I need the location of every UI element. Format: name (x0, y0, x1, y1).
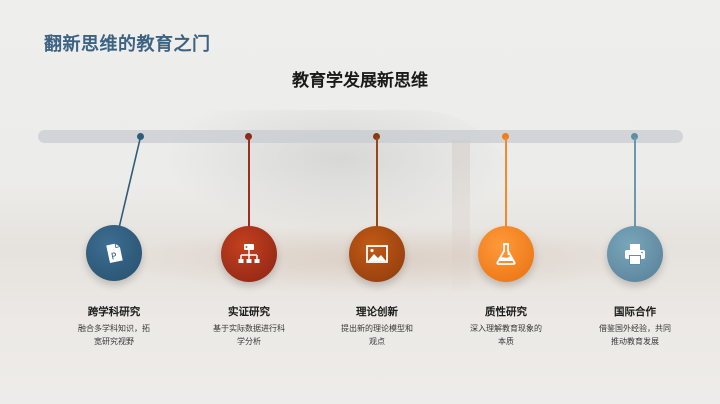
connector-line (375, 137, 378, 227)
desc-line: 推动教育发展 (611, 337, 659, 346)
node-description: 借鉴国外经验，共同 推动教育发展 (580, 322, 690, 348)
timeline-dot (245, 133, 252, 140)
desc-line: 学分析 (237, 337, 261, 346)
svg-text:P: P (110, 252, 118, 263)
node-description: 基于实际数据进行科 学分析 (194, 322, 304, 348)
hierarchy-icon (238, 244, 260, 263)
timeline-dot (631, 133, 638, 140)
flask-icon (496, 243, 516, 265)
node-label: 理论创新 (356, 306, 398, 318)
background-tassel (452, 140, 470, 290)
section-subtitle: 教育学发展新思维 (292, 71, 428, 91)
desc-line: 本质 (498, 337, 514, 346)
node-description: 深入理解教育现象的 本质 (451, 322, 561, 348)
connector-line (633, 137, 636, 227)
desc-line: 基于实际数据进行科 (213, 324, 285, 333)
qualitative-icon-button[interactable] (478, 226, 534, 282)
node-label: 国际合作 (614, 306, 656, 318)
connector-line (247, 137, 250, 227)
timeline-dot (137, 133, 144, 140)
empirical-icon-button[interactable] (221, 226, 277, 282)
node-label: 实证研究 (228, 306, 270, 318)
node-label: 质性研究 (485, 306, 527, 318)
timeline-dot (373, 133, 380, 140)
desc-line: 借鉴国外经验，共同 (599, 324, 671, 333)
interdisciplinary-icon-button[interactable]: P (86, 225, 142, 281)
printer-icon (625, 244, 645, 265)
international-icon-button[interactable] (607, 226, 663, 282)
document-p-icon: P (106, 243, 123, 264)
node-description: 提出新的理论模型和 观点 (322, 322, 432, 348)
image-icon (366, 245, 388, 263)
desc-line: 深入理解教育现象的 (470, 324, 542, 333)
connector-line (504, 137, 507, 227)
page-title: 翻新思维的教育之门 (44, 34, 211, 55)
node-label: 跨学科研究 (87, 306, 141, 318)
desc-line: 提出新的理论模型和 (341, 324, 413, 333)
node-description: 融合多学科知识，拓 宽研究视野 (59, 322, 169, 348)
desc-line: 观点 (369, 337, 385, 346)
timeline-track (38, 130, 683, 143)
desc-line: 融合多学科知识，拓 (78, 324, 150, 333)
desc-line: 宽研究视野 (94, 337, 134, 346)
timeline-dot (502, 133, 509, 140)
theory-icon-button[interactable] (349, 226, 405, 282)
